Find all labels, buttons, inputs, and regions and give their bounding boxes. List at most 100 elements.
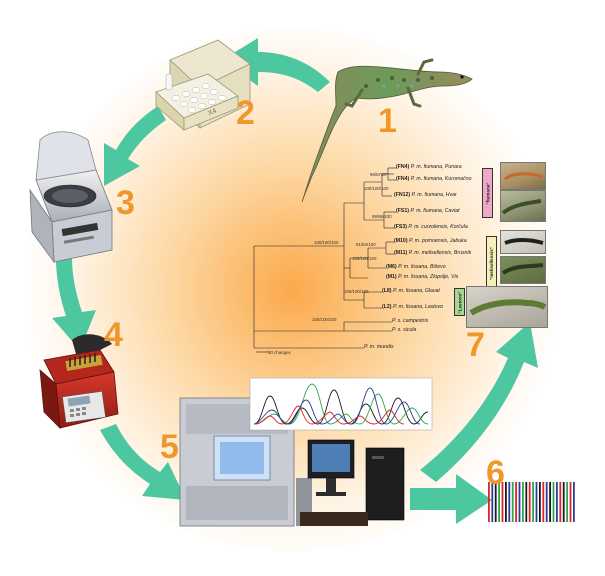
arrow-3-to-4 — [52, 258, 96, 350]
sample-tube-box — [155, 39, 251, 131]
tree-node-support: 100/100/100 — [314, 240, 339, 245]
tree-taxon-label: (FS3) P. m. curzolensis, Korčula — [394, 224, 468, 230]
barcode-bar — [511, 482, 514, 522]
dna-sequencer — [179, 397, 405, 527]
clade-box-melisellensis: "melisellensis" — [486, 236, 497, 290]
barcode-bar — [518, 482, 521, 522]
step-number-1: 1 — [378, 102, 397, 140]
lizard-photo-lastovo — [466, 286, 548, 328]
tree-taxon-name: P. m. muralis — [364, 344, 394, 350]
tree-taxon-name: P. m. fiumana, Koromačno — [410, 176, 472, 182]
tree-taxon-label: (M11) P. m. melisellensis, Brusnik — [394, 250, 472, 256]
tree-taxon-name: P. m. lissana, Zlopolje, Vis — [398, 274, 459, 280]
barcode-bar — [532, 482, 534, 522]
pcr-thermocycler — [39, 334, 119, 430]
tree-taxon-label: (L8) P. m. lissana, Glavat — [382, 288, 440, 294]
tree-taxon-code: (M1) — [386, 274, 397, 280]
tree-node-support: 100/100/100 — [364, 186, 389, 191]
tree-taxon-name: P. m. lissana, Biševo — [398, 264, 446, 270]
arrow-2-to-3 — [104, 106, 166, 186]
barcode-bar — [573, 482, 575, 522]
lizard-photo-fiumana-1 — [500, 162, 546, 190]
barcode-bar — [562, 482, 565, 522]
centrifuge — [29, 131, 113, 264]
tree-taxon-label: P. m. muralis — [364, 344, 394, 350]
tree-taxon-label: (FN4) P. m. fiumana, Koromačno — [396, 176, 472, 182]
clade-label-melisellensis: "melisellensis" — [489, 246, 494, 280]
tree-taxon-label: P. s. campestris — [392, 318, 429, 324]
tree-taxon-name: P. s. campestris — [392, 318, 429, 324]
barcode-bar — [491, 482, 494, 522]
tree-taxon-code: (L8) — [382, 288, 392, 294]
tree-taxon-label: (FS1) P. m. fiumana, Cavtat — [396, 208, 460, 214]
lizard-illustration — [301, 58, 473, 203]
barcode-bar — [494, 482, 497, 522]
tree-taxon-name: P. m. melisellensis, Brusnik — [408, 250, 472, 256]
arrow-6-to-7 — [420, 322, 538, 482]
tree-taxon-label: (FN4) P. m. fiumana, Punara — [396, 164, 462, 170]
tree-taxon-name: P. m. lissana, Lastovo — [392, 304, 444, 310]
tree-taxon-code: (FN12) — [394, 192, 411, 198]
tree-taxon-name: P. m. pomoensis, Jabuka — [409, 238, 467, 244]
barcode-bar — [535, 482, 538, 522]
tree-node-support: 91/64/100 — [356, 242, 376, 247]
tree-taxon-code: (FN4) — [396, 164, 410, 170]
tree-taxon-name: P. m. curzolensis, Korčula — [408, 224, 468, 230]
tree-node-support: 100/100/100 — [344, 289, 369, 294]
tree-taxon-label: (M10) P. m. pomoensis, Jabuka — [394, 238, 467, 244]
tree-taxon-label: (L2) P. m. lissana, Lastovo — [382, 304, 444, 310]
clade-box-fiumana: "fiumana" — [482, 168, 493, 218]
clade-label-fiumana: "fiumana" — [485, 182, 490, 204]
lizard-photo-melisellensis-1 — [500, 230, 546, 254]
chromatogram — [249, 377, 433, 431]
barcode-bar — [522, 482, 524, 522]
tree-taxon-name: P. m. lissana, Glavat — [392, 288, 440, 294]
step-number-6: 6 — [486, 454, 505, 492]
lizard-photo-melisellensis-2 — [500, 256, 546, 284]
tree-taxon-label: P. s. sicula — [392, 327, 417, 333]
tree-taxon-code: (M6) — [386, 264, 397, 270]
tree-taxon-name: P. s. sicula — [392, 327, 417, 333]
tree-node-support: 100/100/100 — [352, 256, 377, 261]
tree-taxon-code: (FS1) — [396, 208, 409, 214]
tree-taxon-name: P. m. fiumana, Cavtat — [410, 208, 460, 214]
barcode-bar — [515, 482, 517, 522]
barcode-bar — [549, 482, 551, 522]
barcode-bar — [569, 482, 572, 522]
arrow-4-to-5 — [100, 424, 186, 500]
tree-scale-label: 10 changes — [268, 350, 291, 355]
barcode-bar — [525, 482, 528, 522]
barcode-bar — [559, 482, 562, 522]
phylogenetic-tree — [253, 167, 396, 353]
tree-taxon-code: (FS3) — [394, 224, 407, 230]
tree-taxon-label: (FN12) P. m. fiumana, Hvar — [394, 192, 457, 198]
barcode-bar — [488, 482, 490, 522]
tree-taxon-label: (M1) P. m. lissana, Zlopolje, Vis — [386, 274, 459, 280]
clade-label-lastovo: "Lastovo" — [457, 291, 462, 313]
barcode-bar — [566, 482, 568, 522]
step-number-3: 3 — [116, 184, 135, 222]
sequence-barcode — [488, 482, 575, 522]
barcode-bar — [505, 482, 507, 522]
tree-taxon-code: (M10) — [394, 238, 408, 244]
step-number-2: 2 — [236, 94, 255, 132]
arrow-5-to-6 — [410, 474, 492, 524]
tree-taxon-code: (FN4) — [396, 176, 410, 182]
tree-taxon-name: P. m. fiumana, Punara — [410, 164, 462, 170]
tree-taxon-code: (M11) — [394, 250, 408, 256]
step-number-4: 4 — [104, 316, 123, 354]
lizard-photo-fiumana-2 — [500, 190, 546, 222]
barcode-bar — [501, 482, 504, 522]
step-number-7: 7 — [466, 326, 485, 364]
barcode-bar — [539, 482, 541, 522]
tree-node-support: 99/96/100 — [372, 214, 392, 219]
barcode-bar — [542, 482, 545, 522]
barcode-bar — [498, 482, 500, 522]
barcode-bar — [528, 482, 531, 522]
barcode-bar — [508, 482, 511, 522]
tree-taxon-label: (M6) P. m. lissana, Biševo — [386, 264, 446, 270]
tree-node-support: 100/100/100 — [312, 317, 337, 322]
barcode-bar — [545, 482, 548, 522]
tree-node-support: 96/67/87 — [370, 172, 388, 177]
